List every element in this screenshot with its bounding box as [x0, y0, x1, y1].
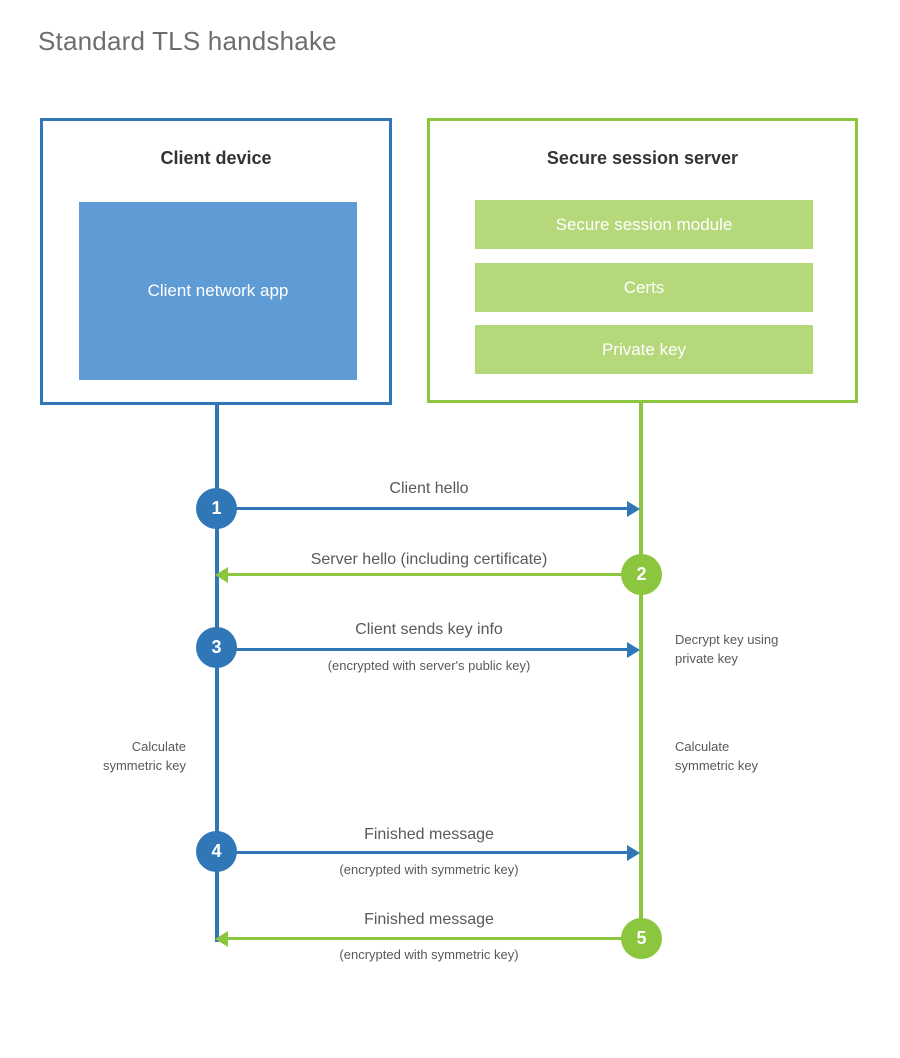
secure-session-server-box: Secure session server Secure session mod… — [427, 118, 858, 403]
server-block-secure-session-module: Secure session module — [475, 200, 813, 249]
step-1-number-badge[interactable]: 1 — [196, 488, 237, 529]
server-lifeline — [639, 400, 643, 942]
step-1-arrow-line — [217, 507, 628, 510]
note-decrypt-key-using-private-key: Decrypt key using private key — [675, 632, 779, 666]
step-4-number-badge[interactable]: 4 — [196, 831, 237, 872]
step-4-arrow-line — [217, 851, 628, 854]
step-3-arrow-line — [217, 648, 628, 651]
server-block-certs: Certs — [475, 263, 813, 312]
client-network-app-block: Client network app — [79, 202, 357, 380]
step-1-label: Client hello — [389, 480, 469, 497]
server-block-private-key: Private key — [475, 325, 813, 374]
note-server-calculate-symmetric-key: Calculate symmetric key — [675, 739, 759, 773]
step-2-arrow-line — [228, 573, 641, 576]
step-1-arrow-head-icon — [627, 501, 640, 517]
step-5-arrow-head-icon — [215, 931, 228, 947]
step-2-label: Server hello (including certificate) — [310, 551, 548, 568]
client-device-box: Client device Client network app — [40, 118, 392, 405]
step-2-arrow-head-icon — [215, 567, 228, 583]
step-4-sublabel: (encrypted with symmetric key) — [339, 862, 519, 877]
step-5-sublabel: (encrypted with symmetric key) — [339, 947, 519, 962]
client-lifeline — [215, 402, 219, 942]
step-4-label: Finished message — [364, 826, 494, 843]
page-title: Standard TLS handshake — [38, 26, 337, 56]
step-5-arrow-line — [228, 937, 641, 940]
step-3-arrow-head-icon — [627, 642, 640, 658]
step-2-number-badge[interactable]: 2 — [621, 554, 662, 595]
note-client-calculate-symmetric-key: Calculate symmetric key — [102, 739, 186, 773]
step-5-number-badge[interactable]: 5 — [621, 918, 662, 959]
step-3-label: Client sends key info — [355, 621, 503, 638]
step-4-arrow-head-icon — [627, 845, 640, 861]
step-3-number-badge[interactable]: 3 — [196, 627, 237, 668]
client-device-title: Client device — [160, 148, 272, 168]
step-3-sublabel: (encrypted with server's public key) — [327, 658, 531, 673]
step-5-label: Finished message — [364, 911, 494, 928]
secure-session-server-title: Secure session server — [546, 148, 739, 168]
